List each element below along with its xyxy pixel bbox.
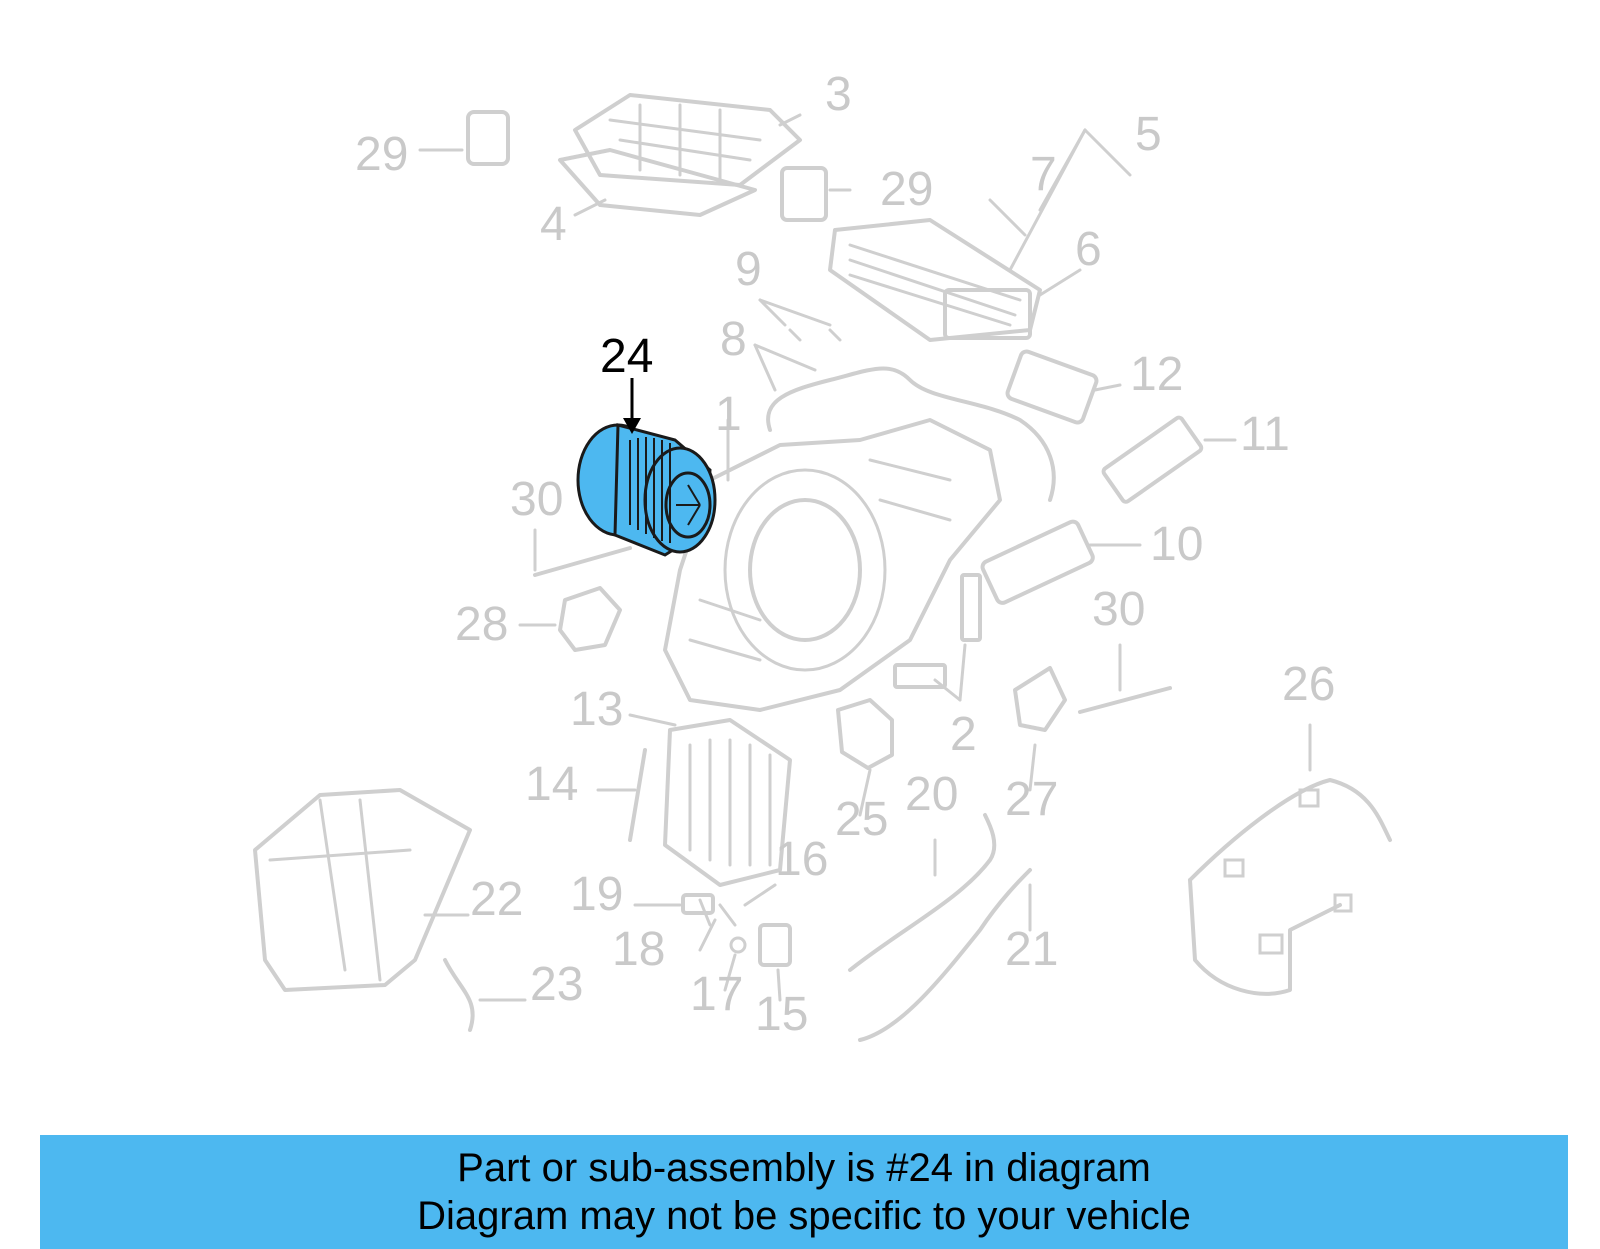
info-banner: Part or sub-assembly is #24 in diagram D… [40,1135,1568,1249]
callout-25: 25 [835,793,888,846]
callout-23: 23 [530,958,583,1011]
callout-19: 19 [570,868,623,921]
callout-24: 24 [600,330,653,383]
callout-10: 10 [1150,518,1203,571]
callout-9: 9 [735,243,762,296]
banner-line-1: Part or sub-assembly is #24 in diagram [457,1146,1151,1190]
callout-16: 16 [775,833,828,886]
callout-2: 2 [950,708,977,761]
callout-29a: 29 [355,128,408,181]
callout-27: 27 [1005,773,1058,826]
banner-line-2: Diagram may not be specific to your vehi… [417,1194,1191,1238]
callout-20: 20 [905,768,958,821]
callout-labels: 29 3 29 4 5 7 6 9 8 24 12 1 11 30 10 30 … [355,68,1335,1041]
callout-30a: 30 [510,473,563,526]
callout-6: 6 [1075,223,1102,276]
callout-21: 21 [1005,923,1058,976]
callout-7: 7 [1030,148,1057,201]
callout-18: 18 [612,923,665,976]
callout-1: 1 [715,388,742,441]
callout-29b: 29 [880,163,933,216]
callout-15: 15 [755,988,808,1041]
callout-3: 3 [825,68,852,121]
callout-8: 8 [720,313,747,366]
callout-14: 14 [525,758,578,811]
parts-diagram: 29 3 29 4 5 7 6 9 8 24 12 1 11 30 10 30 … [253,68,1392,1042]
callout-26: 26 [1282,658,1335,711]
callout-4: 4 [540,198,567,251]
blower-motor-highlight [576,423,717,557]
callout-22: 22 [470,873,523,926]
diagram-components [253,93,1392,1042]
callout-28: 28 [455,598,508,651]
leader-arrows [418,113,1312,1002]
callout-17: 17 [690,968,743,1021]
callout-5: 5 [1135,108,1162,161]
callout-30b: 30 [1092,583,1145,636]
callout-11: 11 [1240,408,1290,461]
callout-13: 13 [570,683,623,736]
callout-12: 12 [1130,348,1183,401]
